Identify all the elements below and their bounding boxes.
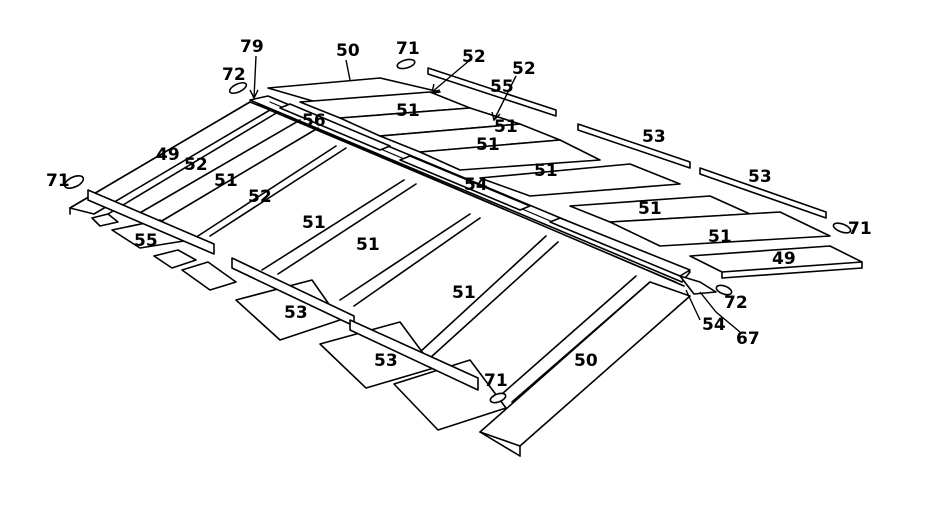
label-71-right: 71 (848, 219, 872, 239)
label-51-i: 51 (356, 235, 380, 255)
ridge-end-67 (679, 275, 717, 295)
panel-51-back-d (419, 139, 601, 171)
label-52-left: 52 (184, 155, 208, 175)
tile-a (91, 213, 119, 227)
label-52-top: 52 (462, 47, 486, 67)
label-52-top-b: 52 (512, 59, 536, 79)
batten-55-front (87, 189, 215, 255)
label-51-a: 51 (396, 101, 420, 121)
label-50-near: 50 (574, 351, 598, 371)
label-55-near: 55 (134, 231, 158, 251)
label-72-top: 72 (222, 65, 246, 85)
label-53-back-a: 53 (642, 127, 666, 147)
front-battens (87, 189, 479, 391)
front-row-panels (69, 101, 691, 457)
back-row-panels (267, 77, 863, 279)
label-67: 67 (736, 329, 760, 349)
batten-55-back (427, 67, 557, 117)
fastener-71-right (832, 222, 852, 234)
label-71-bottom: 71 (484, 371, 508, 391)
label-51-e: 51 (534, 161, 558, 181)
panel-49-left (69, 101, 271, 215)
fastener-71-left (63, 175, 85, 189)
batten-53-back-b (699, 167, 827, 219)
back-battens (427, 67, 827, 219)
reference-labels: 79 50 71 52 52 55 72 51 56 49 52 51 53 7… (46, 37, 872, 391)
fastener-71-bottom (489, 392, 507, 404)
label-51-g: 51 (302, 213, 326, 233)
leader-lines (249, 55, 741, 333)
label-54-right: 54 (702, 315, 726, 335)
panel-51-back-e (479, 163, 681, 197)
panel-50-top (267, 77, 441, 107)
fastener-72-top (228, 81, 248, 95)
label-49-left: 49 (156, 145, 180, 165)
label-51-c: 51 (476, 135, 500, 155)
label-51-j: 51 (452, 283, 476, 303)
panel-50-near (479, 281, 691, 447)
label-79: 79 (240, 37, 264, 57)
label-53-near-b: 53 (374, 351, 398, 371)
batten-53-front-b (349, 319, 479, 391)
panel-51-back-g (609, 211, 831, 247)
label-54-mid: 54 (464, 175, 488, 195)
label-51-f: 51 (638, 199, 662, 219)
tile-c (181, 261, 237, 291)
fasteners (63, 58, 852, 404)
label-51-b: 51 (494, 117, 518, 137)
label-50-top: 50 (336, 41, 360, 61)
label-55-top: 55 (490, 77, 514, 97)
ridge-block-end (549, 217, 691, 277)
tile-b (153, 249, 197, 269)
label-71-left: 71 (46, 171, 70, 191)
batten-53-back-a (577, 123, 691, 169)
ridge-beam (249, 95, 717, 295)
label-72-right: 72 (724, 293, 748, 313)
fastener-71-top (396, 58, 416, 70)
label-71-top: 71 (396, 39, 420, 59)
label-53-back-b: 53 (748, 167, 772, 187)
label-51-d: 51 (214, 171, 238, 191)
label-52-mid: 52 (248, 187, 272, 207)
label-51-h: 51 (708, 227, 732, 247)
ridge-block-56 (279, 103, 391, 151)
ridge-block-54 (399, 155, 531, 211)
fastener-72-right (715, 284, 733, 296)
label-49-right: 49 (772, 249, 796, 269)
label-56: 56 (302, 111, 326, 131)
label-53-near-a: 53 (284, 303, 308, 323)
